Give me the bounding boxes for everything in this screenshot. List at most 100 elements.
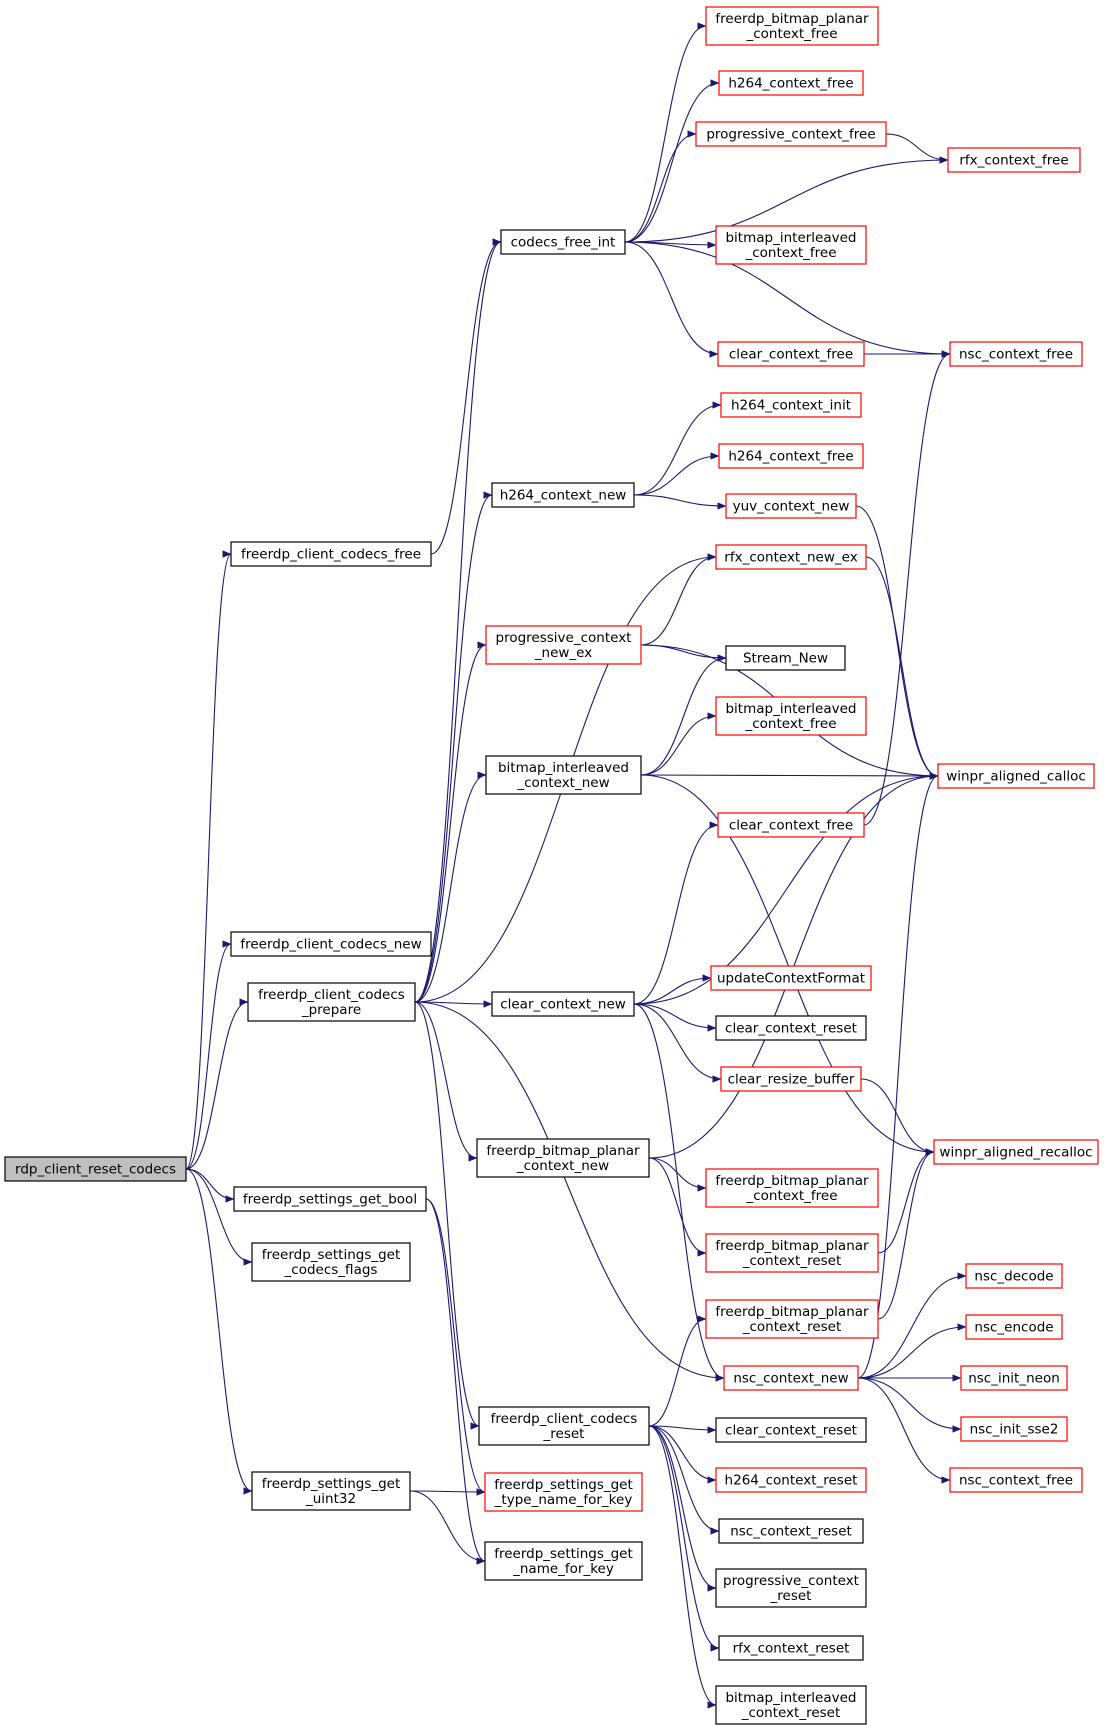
node-label: freerdp_settings_get (494, 1546, 633, 1562)
node-rfxnewex[interactable]: rfx_context_new_ex (715, 544, 867, 570)
node-clrreset1[interactable]: clear_context_reset (715, 1015, 867, 1041)
node-nscsse2[interactable]: nsc_init_sse2 (960, 1416, 1068, 1442)
node-label: _context_reset (741, 1705, 841, 1721)
node-h264free1[interactable]: h264_context_free (718, 70, 864, 96)
node-box (485, 625, 642, 665)
node-label: nsc_context_free (959, 347, 1073, 363)
node-box (500, 229, 626, 255)
node-box (937, 763, 1095, 789)
edge-ccreset-to-nscreset (648, 1425, 720, 1535)
node-h264free2[interactable]: h264_context_free (718, 443, 864, 469)
node-ccprep[interactable]: freerdp_client_codecs_prepare (247, 982, 416, 1022)
node-clrreset2[interactable]: clear_context_reset (715, 1417, 867, 1443)
node-label: bitmap_interleaved (725, 230, 856, 246)
node-box (491, 991, 635, 1017)
node-label: rdp_client_reset_codecs (15, 1162, 176, 1178)
node-progfree[interactable]: progressive_context_free (695, 121, 887, 147)
node-nscdecode[interactable]: nsc_decode (965, 1263, 1063, 1289)
node-nscreset[interactable]: nsc_context_reset (718, 1518, 864, 1544)
node-planarreset1[interactable]: freerdp_bitmap_planar_context_reset (705, 1233, 879, 1273)
node-yuvnew[interactable]: yuv_context_new (725, 493, 857, 519)
node-streamnew[interactable]: Stream_New (725, 645, 846, 671)
node-root[interactable]: rdp_client_reset_codecs (4, 1156, 187, 1182)
node-clrfree1[interactable]: clear_context_free (717, 341, 865, 367)
node-label: _prepare (301, 1002, 361, 1018)
node-planarfree1[interactable]: freerdp_bitmap_planar_context_free (705, 6, 879, 46)
node-ccfree[interactable]: freerdp_client_codecs_free (230, 541, 432, 567)
function-nodes: rdp_client_reset_codecs freerdp_client_co… (4, 6, 1099, 1725)
node-rfxfree[interactable]: rfx_context_free (947, 147, 1081, 173)
node-ccnew[interactable]: freerdp_client_codecs_new (230, 931, 432, 957)
node-label: nsc_context_free (959, 1473, 1073, 1489)
edge-bilnew-to-winpralloc (640, 772, 939, 780)
node-clrfree2[interactable]: clear_context_free (717, 812, 865, 838)
node-clrnew[interactable]: clear_context_new (491, 991, 635, 1017)
node-ccreset[interactable]: freerdp_client_codecs_reset (478, 1406, 650, 1446)
edge-ccprep-to-prognew (414, 641, 487, 1003)
node-label: freerdp_client_codecs (258, 987, 405, 1003)
edge-clrresize-to-winprrealloc (860, 1078, 935, 1156)
node-planarnew[interactable]: freerdp_bitmap_planar_context_new (476, 1138, 650, 1178)
node-box (718, 70, 864, 96)
node-box (484, 1472, 643, 1512)
node-bilreset[interactable]: bitmap_interleaved_context_reset (715, 1685, 867, 1725)
node-h264new[interactable]: h264_context_new (491, 482, 635, 508)
node-winpralloc[interactable]: winpr_aligned_calloc (937, 763, 1095, 789)
node-label: _context_new (516, 1158, 609, 1174)
node-nscfree1[interactable]: nsc_context_free (949, 341, 1083, 367)
node-gettype[interactable]: freerdp_settings_get_type_name_for_key (484, 1472, 643, 1512)
node-label: h264_context_new (500, 488, 627, 504)
node-bilfree2[interactable]: bitmap_interleaved_context_free (715, 696, 867, 736)
call-edges (185, 22, 967, 1709)
node-label: h264_context_free (728, 449, 853, 465)
edge-ccprep-to-h264new (414, 491, 493, 1003)
edge-ccreset-to-bilreset (648, 1425, 717, 1709)
node-progreset[interactable]: progressive_context_reset (715, 1568, 867, 1608)
node-box (718, 1518, 864, 1544)
node-box (949, 1467, 1083, 1493)
node-winprrealloc[interactable]: winpr_aligned_recalloc (933, 1139, 1099, 1165)
node-box (718, 443, 864, 469)
node-box (476, 1138, 650, 1178)
node-label: progressive_context_free (706, 127, 875, 143)
node-box (705, 1299, 879, 1339)
node-cfint[interactable]: codecs_free_int (500, 229, 626, 255)
node-sgbool[interactable]: freerdp_settings_get_bool (233, 1186, 427, 1212)
node-label: nsc_context_new (733, 1371, 848, 1387)
node-prognew[interactable]: progressive_context_new_ex (485, 625, 642, 665)
node-nscencode[interactable]: nsc_encode (965, 1314, 1063, 1340)
node-updfmt[interactable]: updateContextFormat (710, 965, 872, 991)
node-nscfree2[interactable]: nsc_context_free (949, 1467, 1083, 1493)
node-label: h264_context_free (728, 76, 853, 92)
edge-bilnew-to-winprrealloc (640, 774, 935, 1156)
node-label: rfx_context_new_ex (724, 550, 857, 566)
node-planarreset2[interactable]: freerdp_bitmap_planar_context_reset (705, 1299, 879, 1339)
node-label: _reset (543, 1426, 585, 1442)
node-box (717, 341, 865, 367)
node-box (720, 392, 862, 418)
node-sgflags[interactable]: freerdp_settings_get_codecs_flags (251, 1242, 411, 1282)
node-sgu32[interactable]: freerdp_settings_get_uint32 (251, 1471, 411, 1511)
node-h264reset[interactable]: h264_context_reset (715, 1467, 867, 1493)
node-planarfree2[interactable]: freerdp_bitmap_planar_context_free (705, 1168, 879, 1208)
edge-nscnew-to-nscfree2 (857, 1377, 951, 1484)
node-bilfree1[interactable]: bitmap_interleaved_context_free (715, 225, 867, 265)
node-clrresize[interactable]: clear_resize_buffer (720, 1066, 862, 1092)
node-getname[interactable]: freerdp_settings_get_name_for_key (484, 1541, 643, 1581)
node-label: freerdp_settings_get_bool (243, 1192, 417, 1208)
node-h264init[interactable]: h264_context_init (720, 392, 862, 418)
node-box (715, 696, 867, 736)
node-bilnew[interactable]: bitmap_interleaved_context_new (485, 755, 642, 795)
node-box (725, 493, 857, 519)
node-box (715, 1015, 867, 1041)
node-label: _new_ex (534, 645, 592, 661)
node-nscneon[interactable]: nsc_init_neon (960, 1365, 1068, 1391)
node-box (485, 755, 642, 795)
node-nscnew[interactable]: nsc_context_new (723, 1365, 859, 1391)
node-label: _context_free (745, 245, 837, 261)
node-box (960, 1416, 1068, 1442)
node-rfxreset[interactable]: rfx_context_reset (718, 1635, 864, 1661)
node-label: freerdp_settings_get (494, 1477, 633, 1493)
node-label: _context_reset (742, 1253, 842, 1269)
